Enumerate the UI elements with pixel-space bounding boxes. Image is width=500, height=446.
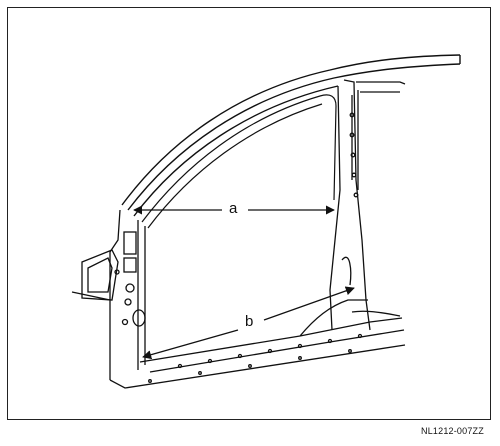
dimension-b [142, 286, 355, 360]
a-pillar-hinge [71, 209, 146, 380]
dimension-label-a: a [225, 201, 242, 216]
b-pillar [329, 79, 406, 331]
window-opening [141, 94, 337, 229]
sill-rocker [109, 299, 406, 389]
diagram-frame [7, 7, 491, 420]
figure-code: NL1212-007ZZ [421, 426, 484, 436]
roof-rail [121, 54, 461, 217]
dimension-label-b: b [241, 314, 258, 329]
